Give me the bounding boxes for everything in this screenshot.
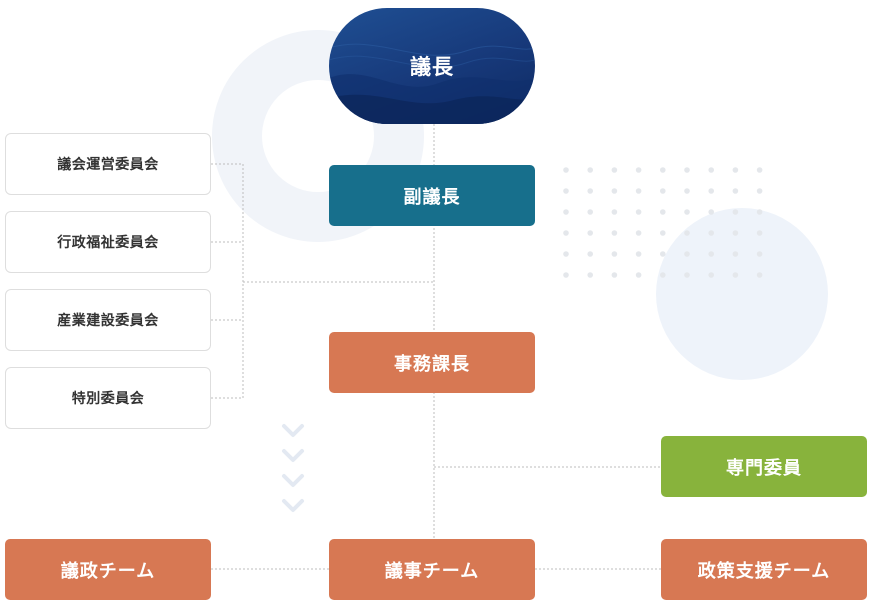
- chevron-down-icon: [282, 474, 304, 487]
- decor-dot: [563, 209, 569, 215]
- decor-dot: [563, 251, 569, 257]
- chairman-label: 議長: [410, 55, 454, 79]
- decor-dot: [756, 167, 763, 173]
- team-right-label: 政策支援チーム: [697, 560, 831, 582]
- decor-dot: [635, 167, 642, 173]
- decor-dot: [732, 167, 739, 173]
- decor-dot: [684, 167, 690, 173]
- vice-chairman-label: 副議長: [403, 186, 461, 208]
- decor-dot: [587, 251, 593, 257]
- decor-dot: [611, 251, 618, 257]
- decor-dot: [587, 272, 593, 278]
- decor-dot: [708, 167, 714, 173]
- decor-dot: [732, 251, 739, 257]
- decor-dot: [756, 209, 763, 215]
- decor-dot: [684, 251, 690, 257]
- decor-dot: [660, 251, 666, 257]
- decor-dot: [660, 167, 666, 173]
- specialist-node: 専門委員: [661, 436, 867, 497]
- team-left-node: 議政チーム: [5, 539, 211, 600]
- decor-dot: [635, 230, 642, 236]
- vice-chairman-node: 副議長: [329, 165, 535, 226]
- decor-dot-grid: [563, 167, 763, 278]
- committee-label: 議会運営委員会: [57, 157, 159, 173]
- decor-dot: [732, 209, 739, 215]
- secretariat-chief-node: 事務課長: [329, 332, 535, 393]
- committee-box: 行政福祉委員会: [5, 211, 211, 273]
- committee-box: 議会運営委員会: [5, 133, 211, 195]
- decor-dot: [732, 272, 739, 278]
- committee-box: 産業建設委員会: [5, 289, 211, 351]
- decor-dot: [611, 188, 618, 194]
- decor-dot: [684, 230, 690, 236]
- decor-dot: [660, 272, 666, 278]
- chevron-down-icon: [282, 499, 304, 512]
- committee-label: 特別委員会: [71, 391, 145, 407]
- decor-dot: [708, 230, 714, 236]
- decor-dot: [587, 188, 593, 194]
- decor-dot: [708, 209, 714, 215]
- chevron-down-icon: [282, 424, 304, 437]
- decor-dot: [611, 272, 618, 278]
- committee-label: 行政福祉委員会: [57, 235, 159, 251]
- decor-dot: [756, 272, 763, 278]
- decor-dot: [611, 167, 618, 173]
- team-center-node: 議事チーム: [329, 539, 535, 600]
- decor-dot: [660, 230, 666, 236]
- decor-dot: [756, 188, 763, 194]
- decor-dot: [708, 188, 714, 194]
- team-center-label: 議事チーム: [384, 560, 480, 582]
- decor-dot: [684, 188, 690, 194]
- decor-dot: [756, 230, 763, 236]
- decor-dot: [611, 230, 618, 236]
- decor-dot: [587, 209, 593, 215]
- committee-box: 特別委員会: [5, 367, 211, 429]
- decor-dot: [635, 251, 642, 257]
- decor-dot: [587, 230, 593, 236]
- decor-dot: [660, 188, 666, 194]
- decor-dot: [732, 230, 739, 236]
- decor-dot: [635, 209, 642, 215]
- decor-dot: [635, 188, 642, 194]
- secretariat-chief-label: 事務課長: [394, 353, 470, 375]
- decor-dot: [611, 209, 618, 215]
- decor-chevron-arrows: [282, 424, 304, 512]
- chairman-node: 議長: [329, 8, 535, 124]
- decor-dot: [587, 167, 593, 173]
- decor-dot: [684, 272, 690, 278]
- decor-dot: [708, 272, 714, 278]
- wave-pattern: [329, 43, 535, 124]
- specialist-label: 専門委員: [726, 457, 802, 479]
- decor-dot: [756, 251, 763, 257]
- decor-dot: [563, 167, 569, 173]
- decor-ring: [212, 30, 424, 242]
- decor-dot: [563, 188, 569, 194]
- team-right-node: 政策支援チーム: [661, 539, 867, 600]
- decor-dot: [708, 251, 714, 257]
- decor-dot: [684, 209, 690, 215]
- team-left-label: 議政チーム: [60, 560, 156, 582]
- decor-dot: [635, 272, 642, 278]
- chevron-down-icon: [282, 449, 304, 462]
- decor-circle: [656, 208, 828, 380]
- decor-dot: [732, 188, 739, 194]
- decor-dot: [563, 230, 569, 236]
- decor-dot: [660, 209, 666, 215]
- decor-dot: [563, 272, 569, 278]
- committee-label: 産業建設委員会: [57, 313, 159, 329]
